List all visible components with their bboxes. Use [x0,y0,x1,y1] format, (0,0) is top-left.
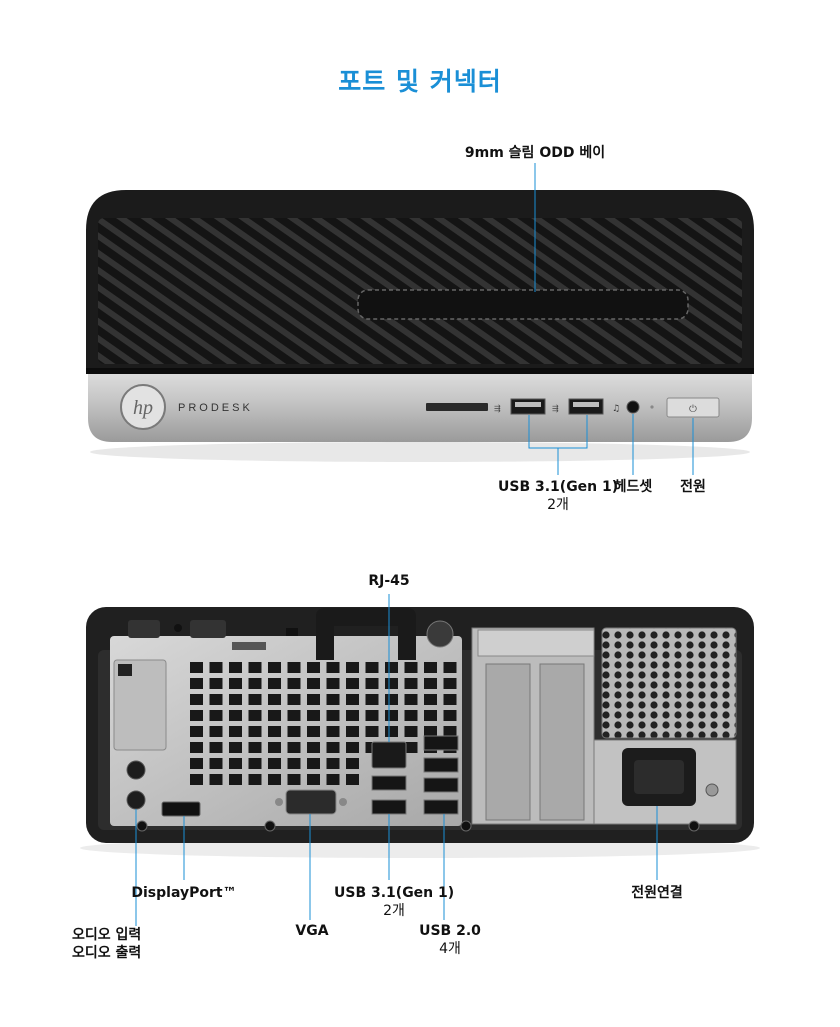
brand-text: PRODESK [178,402,253,414]
vent-grid [190,662,457,785]
audio-in-jack [126,760,146,780]
front-leader-lines [528,163,694,475]
displayport-port [161,801,201,817]
rear-usb20-ports [423,735,459,815]
page-title: 포트 및 커넥터 [338,67,502,96]
label-rj45: RJ-45 [368,573,410,589]
odd-slot [357,289,689,320]
label-headset: 헤드셋 [613,479,653,495]
hp-logo-text: hp [133,397,153,419]
label-displayport: DisplayPort™ [131,885,237,901]
power-button [666,397,720,418]
label-power: 전원 [680,479,706,495]
rear-pc-illustration [80,607,760,858]
usb-symbol-icon: ⇶ [552,404,559,413]
rear-leader-lines [135,594,658,926]
hp-logo-icon [120,384,166,430]
headset-jack [626,400,640,414]
label-front-usb: USB 3.1(Gen 1)2개 [498,479,619,513]
label-vga: VGA [295,923,329,939]
label-power-conn: 전원연결 [631,885,683,901]
label-front-usb-count: 2개 [547,497,569,513]
front-pc-illustration: hp PRODESK ⇶ ⇶ ♫ ⏻ [86,190,754,462]
vga-port [285,789,337,815]
label-usb31-count: 2개 [383,903,405,919]
label-usb20-count: 4개 [439,941,461,957]
label-usb31: USB 3.1(Gen 1)2개 [334,885,455,919]
label-odd-bay: 9mm 슬림 ODD 베이 [464,145,606,161]
rear-usb31-ports [371,775,407,815]
audio-out-jack [126,790,146,810]
card-reader-slot [426,403,488,411]
headphone-icon: ♫ [612,404,620,414]
usb-symbol-icon: ⇶ [494,404,501,413]
power-icon: ⏻ [689,404,697,415]
rj45-port [371,741,407,769]
